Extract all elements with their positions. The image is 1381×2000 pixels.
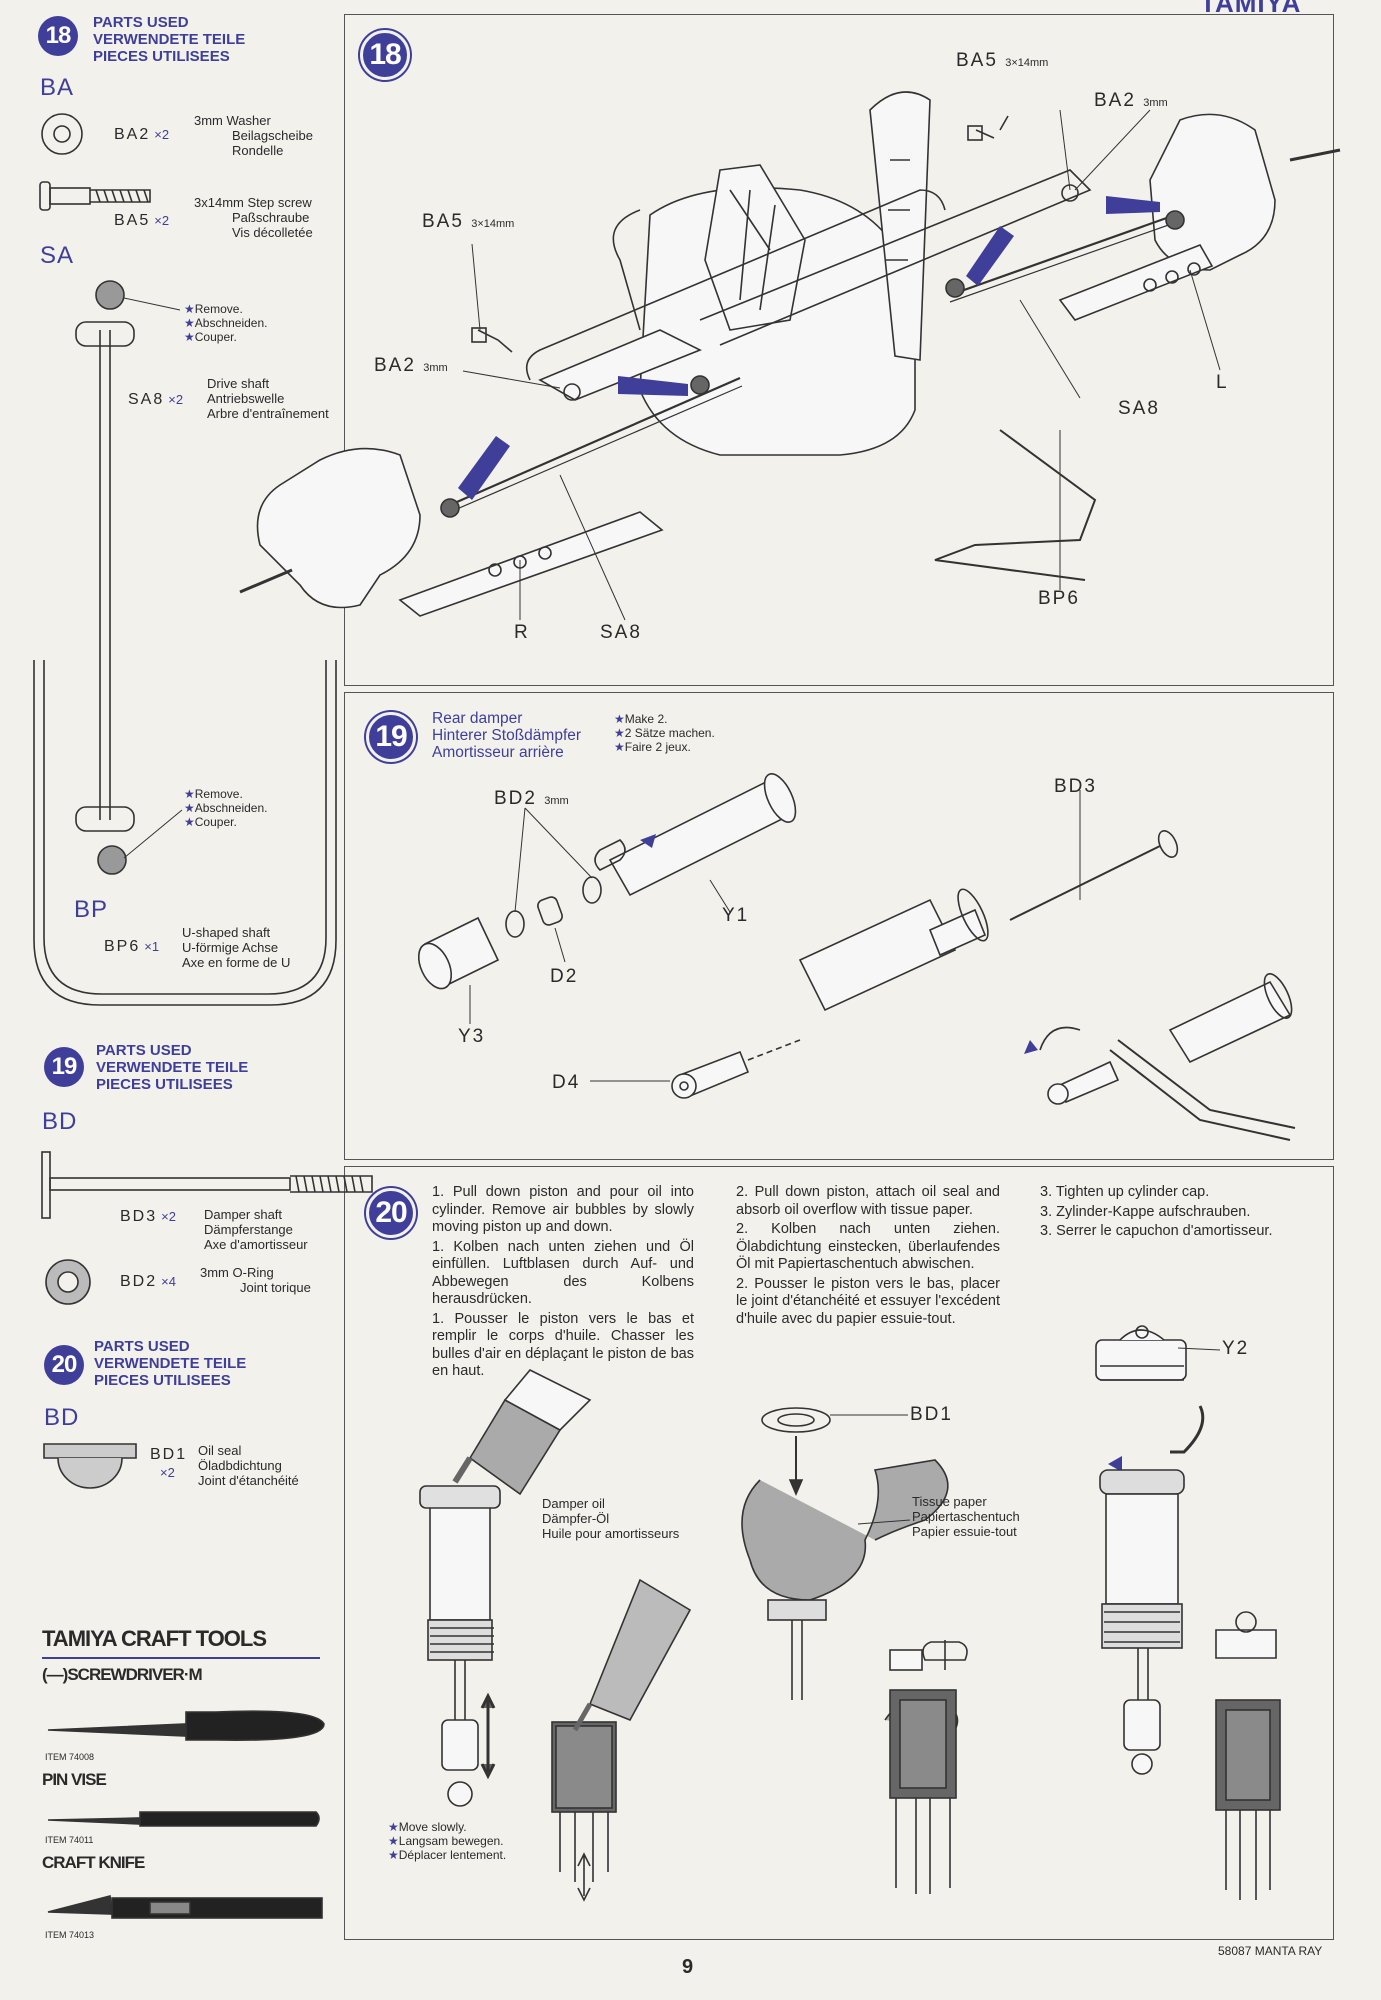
label-y2: Y2 (1222, 1338, 1250, 1359)
step-19-badge: 19 (366, 712, 416, 762)
label-sa8-bottom: SA8 (600, 622, 642, 643)
tool-screwdriver-name: (—)SCREWDRIVER·M (42, 1665, 203, 1684)
label-y3: Y3 (458, 1026, 486, 1047)
bag-bd-label-20: BD (44, 1404, 80, 1431)
label-d2: D2 (550, 966, 579, 987)
o-ring-icon (45, 1259, 91, 1305)
u-shaft-icon (33, 660, 337, 1006)
tool-craftknife-name: CRAFT KNIFE (42, 1853, 145, 1872)
label-r: R (514, 622, 530, 643)
label-ba5-left: BA5 3×14mm (422, 211, 515, 232)
step-20-panel (344, 1166, 1334, 1940)
drive-shaft-icon (75, 280, 183, 875)
label-d4: D4 (552, 1072, 581, 1093)
damper-shaft-icon (41, 1151, 373, 1219)
oil-filling-illustration (419, 1369, 692, 1902)
part-ba5-code: BA5×2 (114, 212, 170, 229)
bag-bd-label-19: BD (42, 1108, 78, 1135)
label-ba2-top: BA2 3mm (1094, 90, 1168, 111)
label-bd1: BD1 (910, 1404, 953, 1425)
step-20-instruction-3: 3. Tighten up cylinder cap.3. Zylinder-K… (1040, 1184, 1273, 1239)
screwdriver-icon (47, 1710, 325, 1741)
step-20-instruction-1: 1. Pull down piston and pour oil into cy… (432, 1184, 694, 1379)
model-number: 58087 MANTA RAY (1218, 1944, 1323, 1958)
remove-note-bottom: ★Remove. ★Abschneiden. ★Couper. (184, 787, 268, 829)
part-bd1-code: BD1×2 (150, 1446, 188, 1480)
part-bd3-code: BD3×2 (120, 1208, 176, 1225)
rear-suspension-assembly (239, 91, 1341, 621)
tool-screwdriver-item: ITEM 74008 (45, 1752, 95, 1762)
step-19-panel (344, 692, 1334, 1160)
part-ba2-code: BA2×2 (114, 126, 170, 143)
brand-logo: TAMIYA (1200, 0, 1302, 18)
remove-note-top: ★Remove. ★Abschneiden. ★Couper. (184, 302, 268, 344)
part-sa8-code: SA8×2 (128, 391, 184, 408)
step-18-parts-badge: 18 (38, 16, 78, 56)
label-bp6: BP6 (1038, 588, 1080, 609)
step-18-badge: 18 (360, 30, 410, 80)
assembly-arrows (458, 196, 1160, 500)
part-bp6-code: BP6×1 (104, 938, 160, 955)
bag-ba-label: BA (40, 74, 75, 101)
step-19-parts-badge: 19 (44, 1047, 84, 1087)
move-slowly-note: ★Move slowly. ★Langsam bewegen. ★Déplace… (388, 1820, 507, 1862)
bag-sa-label: SA (40, 242, 75, 269)
oil-seal-icon (43, 1443, 137, 1489)
label-bd2: BD2 3mm (494, 788, 569, 809)
pin-vise-icon (47, 1811, 320, 1827)
craft-tools-title: TAMIYA CRAFT TOOLS (42, 1626, 267, 1651)
label-l: L (1216, 372, 1229, 393)
washer-icon (41, 113, 83, 155)
step-20-parts-badge: 20 (44, 1345, 84, 1385)
step-18-panel (344, 14, 1334, 686)
rear-damper-exploded (417, 773, 1296, 1141)
step-20-badge: 20 (366, 1188, 416, 1238)
tool-pinvise-item: ITEM 74011 (45, 1835, 94, 1845)
tool-craftknife-item: ITEM 74013 (45, 1930, 95, 1940)
tool-pinvise-name: PIN VISE (42, 1770, 107, 1789)
label-ba5-top: BA5 3×14mm (956, 50, 1049, 71)
label-y1: Y1 (722, 905, 750, 926)
bag-bp-label: BP (74, 896, 109, 923)
page-number: 9 (682, 1956, 694, 1978)
label-bd3: BD3 (1054, 776, 1097, 797)
label-sa8-right: SA8 (1118, 398, 1160, 419)
label-ba2-left: BA2 3mm (374, 355, 448, 376)
step-20-instruction-2: 2. Pull down piston, attach oil seal and… (736, 1184, 1000, 1327)
cylinder-cap-illustration (1095, 1325, 1281, 1900)
oil-seal-install-illustration (741, 1407, 968, 1894)
craft-knife-icon (47, 1894, 323, 1919)
part-bd2-code: BD2×4 (120, 1273, 176, 1290)
make-two-note: ★Make 2. ★2 Sätze machen. ★Faire 2 jeux. (614, 712, 715, 754)
step-screw-icon (39, 181, 151, 211)
